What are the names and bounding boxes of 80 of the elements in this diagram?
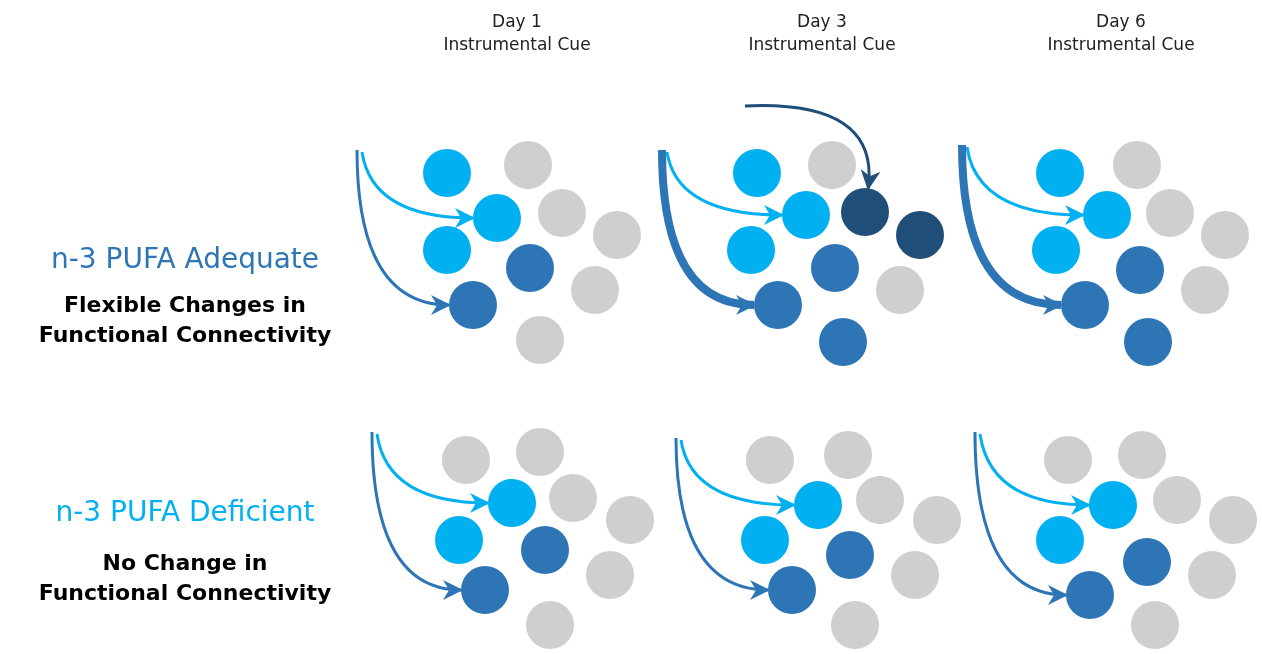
circle <box>841 188 889 236</box>
circle <box>435 516 483 564</box>
circle <box>896 211 944 259</box>
circle <box>1181 266 1229 314</box>
circle <box>1188 551 1236 599</box>
curved-arrow <box>679 439 796 515</box>
circle <box>891 551 939 599</box>
curved-arrow <box>744 104 880 191</box>
circle <box>473 194 521 242</box>
circle <box>1113 141 1161 189</box>
curved-arrow <box>375 433 490 513</box>
column-heading: Day 6 Instrumental Cue <box>1046 10 1196 56</box>
circle <box>549 474 597 522</box>
curved-arrow <box>958 144 1063 314</box>
circle <box>423 226 471 274</box>
circle <box>1118 431 1166 479</box>
circle <box>571 266 619 314</box>
circle <box>1061 281 1109 329</box>
curved-arrow <box>978 433 1091 515</box>
curved-arrow <box>360 151 475 228</box>
curved-arrow <box>658 149 756 314</box>
circle <box>1089 481 1137 529</box>
circle <box>727 226 775 274</box>
circle <box>449 281 497 329</box>
circle <box>1066 571 1114 619</box>
circle <box>1044 436 1092 484</box>
circle <box>442 436 490 484</box>
curved-arrow <box>674 437 770 599</box>
curved-arrow <box>973 431 1068 604</box>
circle <box>733 149 781 197</box>
circle <box>1124 318 1172 366</box>
circle <box>831 601 879 649</box>
circle <box>1131 601 1179 649</box>
group-label: n-3 PUFA Deficient <box>54 494 316 530</box>
circle <box>768 566 816 614</box>
curved-arrow <box>355 149 451 314</box>
circle <box>461 566 509 614</box>
circle <box>488 479 536 527</box>
circle <box>1123 538 1171 586</box>
circle <box>1146 189 1194 237</box>
circle <box>1032 226 1080 274</box>
circle <box>754 281 802 329</box>
circle <box>521 526 569 574</box>
circle <box>516 316 564 364</box>
circle <box>1153 476 1201 524</box>
circle <box>819 318 867 366</box>
circle <box>1209 496 1257 544</box>
group-description: Flexible Changes in Functional Connectivity <box>37 291 333 349</box>
circle <box>1116 246 1164 294</box>
circle <box>808 141 856 189</box>
circle <box>876 266 924 314</box>
circle <box>741 516 789 564</box>
circle <box>1201 211 1249 259</box>
column-heading: Day 3 Instrumental Cue <box>747 10 897 56</box>
circle <box>782 191 830 239</box>
curved-arrow <box>370 431 463 599</box>
circle <box>1036 516 1084 564</box>
circle <box>1083 191 1131 239</box>
circle <box>506 244 554 292</box>
group-description: No Change in Functional Connectivity <box>37 549 333 607</box>
circle <box>516 428 564 476</box>
circle <box>811 244 859 292</box>
circle <box>794 481 842 529</box>
circle <box>538 189 586 237</box>
circle <box>423 149 471 197</box>
circle <box>1036 149 1084 197</box>
circle <box>606 496 654 544</box>
circle <box>824 431 872 479</box>
curved-arrow <box>665 151 784 225</box>
circle <box>593 211 641 259</box>
circle <box>586 551 634 599</box>
circle <box>746 436 794 484</box>
circle <box>526 601 574 649</box>
column-heading: Day 1 Instrumental Cue <box>442 10 592 56</box>
circle <box>913 496 961 544</box>
circle <box>826 531 874 579</box>
circle <box>504 141 552 189</box>
circle <box>856 476 904 524</box>
group-label: n-3 PUFA Adequate <box>49 241 321 277</box>
curved-arrow <box>965 146 1085 225</box>
